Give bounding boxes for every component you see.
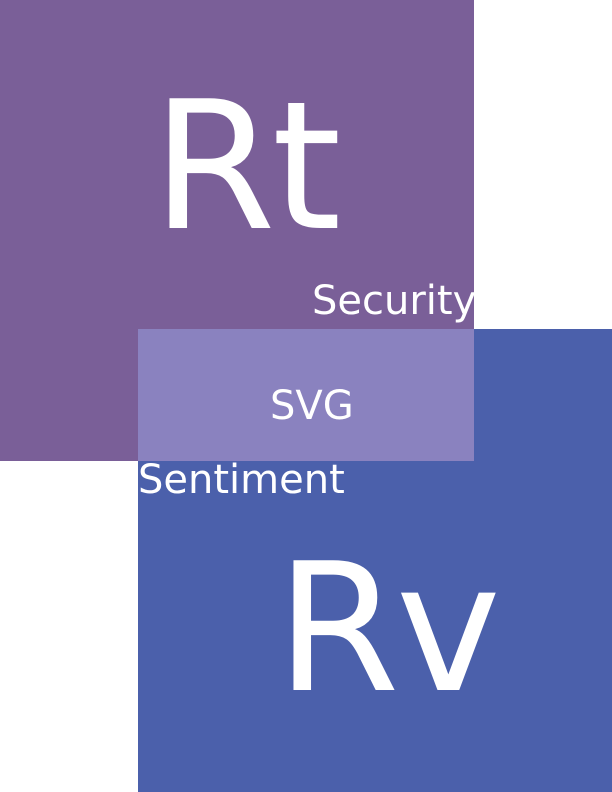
security-label: Security [312,278,477,324]
overlap-block [138,329,474,461]
svg-label: SVG [270,383,354,429]
sentiment-label: Sentiment [138,457,345,503]
rt-symbol: Rt [152,63,341,270]
rv-symbol: Rv [276,525,501,732]
